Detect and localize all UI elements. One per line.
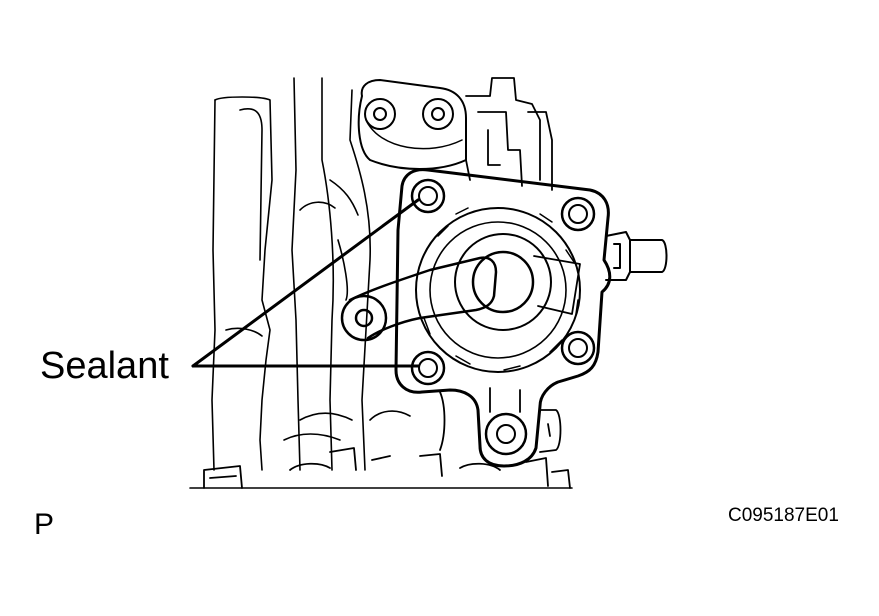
- view-letter: P: [34, 508, 55, 541]
- lower-leg: [439, 387, 562, 453]
- pump-body: [394, 168, 612, 468]
- sealant-callout-label: Sealant: [40, 345, 169, 387]
- engine-block-lines: [211, 77, 411, 471]
- pump-rotor: [415, 207, 581, 373]
- leader-line-top: [191, 198, 420, 368]
- upper-right-bracket: [465, 77, 553, 191]
- sealant-leader-lines: [191, 198, 420, 368]
- bolt-holes: [410, 178, 596, 456]
- bottom-components: [189, 447, 573, 489]
- mounting-bracket: [357, 79, 467, 170]
- shaft-fitting: [605, 231, 668, 281]
- pitman-arm: [340, 256, 498, 342]
- figure-code: C095187E01: [728, 505, 839, 526]
